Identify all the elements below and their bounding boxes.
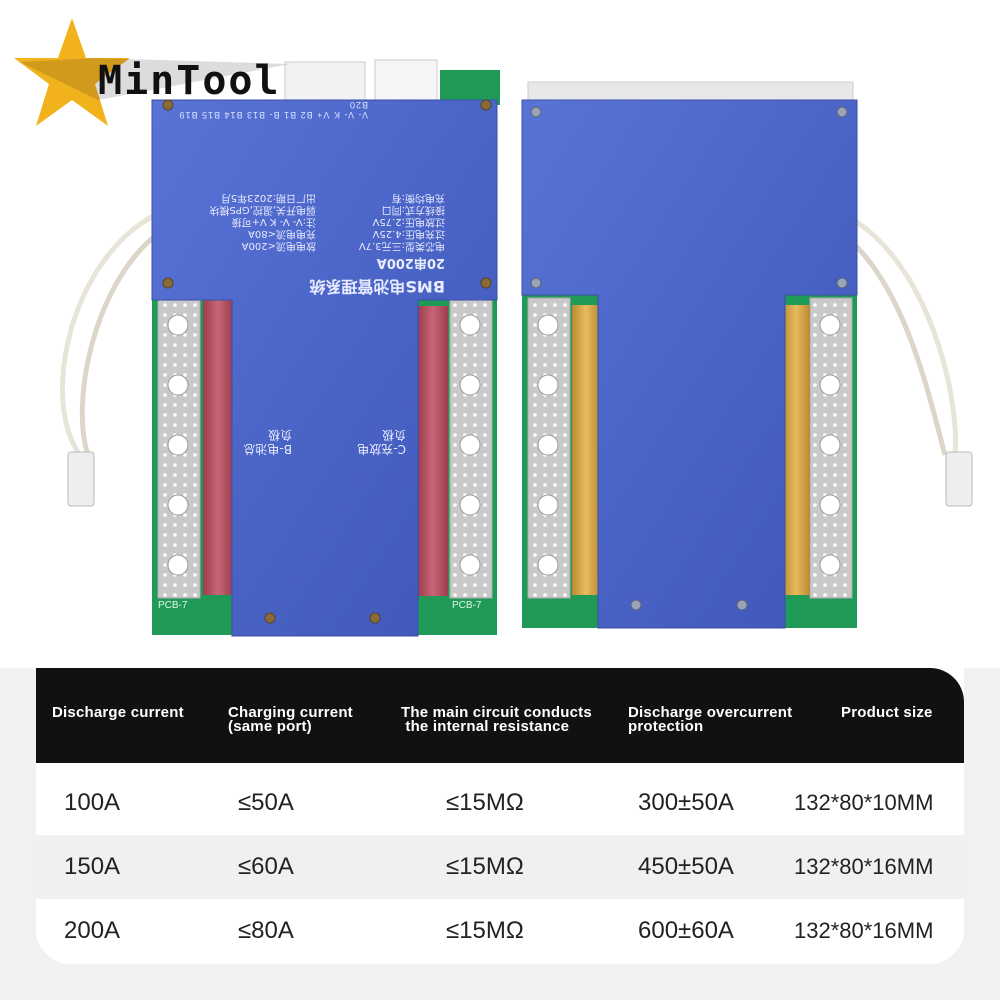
cell-protection: 600±60A	[638, 917, 734, 944]
table-row: 200A ≤80A ≤15MΩ 600±60A 132*80*16MM	[36, 899, 964, 963]
header-internal-resistance: The main circuit conducts the internal r…	[401, 704, 592, 735]
cell-resistance: ≤15MΩ	[446, 789, 524, 816]
left-board	[60, 59, 500, 637]
table-header: Discharge current Charging current (same…	[36, 668, 964, 763]
header-overcurrent-protection: Discharge overcurrent protection	[628, 704, 793, 735]
cell-protection: 300±50A	[638, 789, 734, 816]
bms-boards-illustration	[14, 18, 973, 637]
table-row: 150A ≤60A ≤15MΩ 450±50A 132*80*16MM	[36, 835, 964, 899]
header-discharge-current: Discharge current	[52, 704, 184, 721]
temp-sensor-right	[945, 451, 973, 507]
cell-charging: ≤80A	[238, 917, 294, 944]
board-title: BMS电池管理系统	[309, 277, 445, 296]
board-label-area: BMS电池管理系统 20串200A 电芯类型:三元3.7V 过充电压:4.25V…	[195, 120, 445, 300]
header-charging-current: Charging current (same port)	[228, 704, 353, 735]
c-terminal-label: C-充放电负极	[357, 428, 406, 456]
cell-resistance: ≤15MΩ	[446, 917, 524, 944]
cell-discharge: 150A	[64, 853, 121, 880]
cell-charging: ≤60A	[238, 853, 294, 880]
board-spec-line: 20串200A	[376, 255, 445, 270]
b-terminal-label: B-电池总负极	[243, 428, 292, 456]
board-spec-list: 电芯类型:三元3.7V 过充电压:4.25V 过放电压:2.75V 接线方式:同…	[209, 192, 445, 251]
cell-discharge: 100A	[64, 789, 121, 816]
header-product-size: Product size	[841, 704, 933, 721]
pcb-label-left: PCB-7	[158, 600, 188, 611]
cell-protection: 450±50A	[638, 853, 734, 880]
spec-table: Discharge current Charging current (same…	[36, 668, 964, 964]
temp-sensor	[67, 451, 95, 507]
cell-discharge: 200A	[64, 917, 121, 944]
product-photo: BMS电池管理系统 20串200A 电芯类型:三元3.7V 过充电压:4.25V…	[14, 18, 973, 637]
cell-charging: ≤50A	[238, 789, 294, 816]
cell-size: 132*80*16MM	[794, 854, 934, 879]
brand-logo-text: MinTool	[98, 58, 281, 104]
table-row: 100A ≤50A ≤15MΩ 300±50A 132*80*10MM	[36, 771, 964, 835]
brand-logo	[14, 18, 290, 126]
cell-size: 132*80*16MM	[794, 918, 934, 943]
right-board	[521, 81, 973, 629]
cell-resistance: ≤15MΩ	[446, 853, 524, 880]
pcb-label-right: PCB-7	[452, 600, 482, 611]
cell-size: 132*80*10MM	[794, 790, 934, 815]
